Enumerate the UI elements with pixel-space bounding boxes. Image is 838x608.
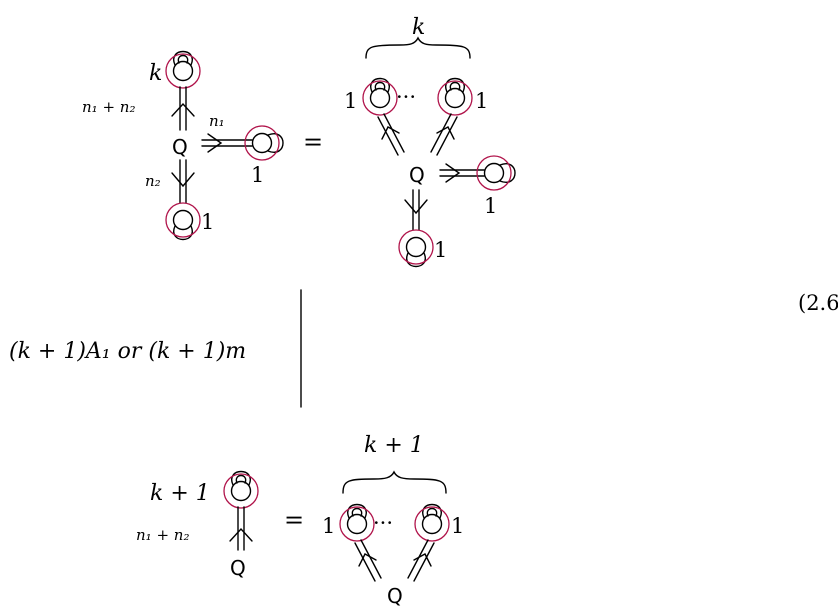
- label-brace-k1: k + 1: [364, 433, 424, 458]
- arrow-rhs-down: [404, 199, 428, 215]
- top-rhs: k 1 ··· 1 Q 1 1: [344, 15, 516, 268]
- label-rhs-one-right: 1: [475, 89, 488, 113]
- arrow-right: [207, 133, 223, 153]
- arrow-rhs-right: [445, 163, 461, 183]
- diag-right-a: [430, 113, 452, 153]
- label-n12: n₁ + n₂: [82, 98, 135, 116]
- vertex-top-rhs-q-right: [476, 155, 516, 191]
- diag-left-a: [383, 113, 405, 153]
- label-one-bottom: 1: [201, 210, 214, 234]
- arrow-diag-right: [436, 126, 455, 140]
- vertex-top-lhs-right: [244, 125, 284, 161]
- bottom-diag-left-b: [354, 542, 376, 582]
- label-k: k: [149, 61, 162, 86]
- label-rhs-one-bottom: 1: [434, 238, 447, 262]
- top-lhs: k n₁ + n₂ Q n₁ 1 n₂ 1: [82, 50, 284, 241]
- bottom-arrow-diag-right: [413, 553, 432, 567]
- bottom-arrow-up: [229, 527, 253, 542]
- vertex-top-lhs-up: [165, 50, 201, 89]
- arrow-up: [171, 102, 195, 117]
- label-n1: n₁: [209, 112, 225, 130]
- label-rhs-dots: ···: [396, 85, 416, 109]
- arrow-down: [171, 172, 195, 188]
- bottom-arrow-diag-left: [358, 553, 377, 567]
- equals-bottom: =: [284, 506, 304, 534]
- diag-left-b: [377, 116, 399, 156]
- label-rhs-one-left: 1: [344, 89, 357, 113]
- label-rhs-q-one: 1: [484, 194, 497, 218]
- vertex-bottom-rhs-right: [414, 503, 450, 542]
- label-bottom-one-left: 1: [322, 514, 335, 538]
- label-k1: k + 1: [150, 481, 210, 506]
- condition-text: (k + 1)A₁ or (k + 1)m: [9, 339, 246, 364]
- equation-number: (2.6): [798, 291, 838, 315]
- label-brace-k: k: [412, 15, 425, 40]
- brace-k1: [342, 470, 447, 494]
- arrow-diag-left: [381, 126, 400, 140]
- bottom-lhs: k + 1 n₁ + n₂ Q: [136, 470, 259, 580]
- bottom-diag-left-a: [360, 539, 382, 579]
- label-q-top-lhs: Q: [172, 135, 188, 159]
- bottom-diag-right-a: [407, 539, 429, 579]
- vertex-top-rhs-right: [437, 77, 473, 116]
- vertex-bottom-rhs-left: [339, 503, 375, 542]
- vertex-bottom-lhs: [223, 470, 259, 509]
- label-bottom-one-right: 1: [451, 514, 464, 538]
- equals-top: =: [303, 128, 323, 156]
- label-q-top-rhs: Q: [409, 163, 425, 187]
- label-q-bottom-lhs: Q: [230, 556, 246, 580]
- label-n2: n₂: [145, 172, 161, 190]
- vertex-top-rhs-left: [362, 77, 398, 116]
- brace-k: [365, 36, 471, 59]
- label-q-bottom-rhs: Q: [387, 584, 403, 608]
- diag-right-b: [436, 116, 458, 156]
- bottom-rhs: k + 1 1 ··· 1 Q: [322, 433, 464, 608]
- label-bottom-n12: n₁ + n₂: [136, 526, 189, 544]
- vertex-top-lhs-down: [165, 202, 201, 241]
- label-one-right: 1: [251, 163, 264, 187]
- vertex-top-rhs-down: [398, 229, 434, 268]
- bottom-diag-right-b: [413, 542, 435, 582]
- label-bottom-dots: ···: [373, 511, 393, 535]
